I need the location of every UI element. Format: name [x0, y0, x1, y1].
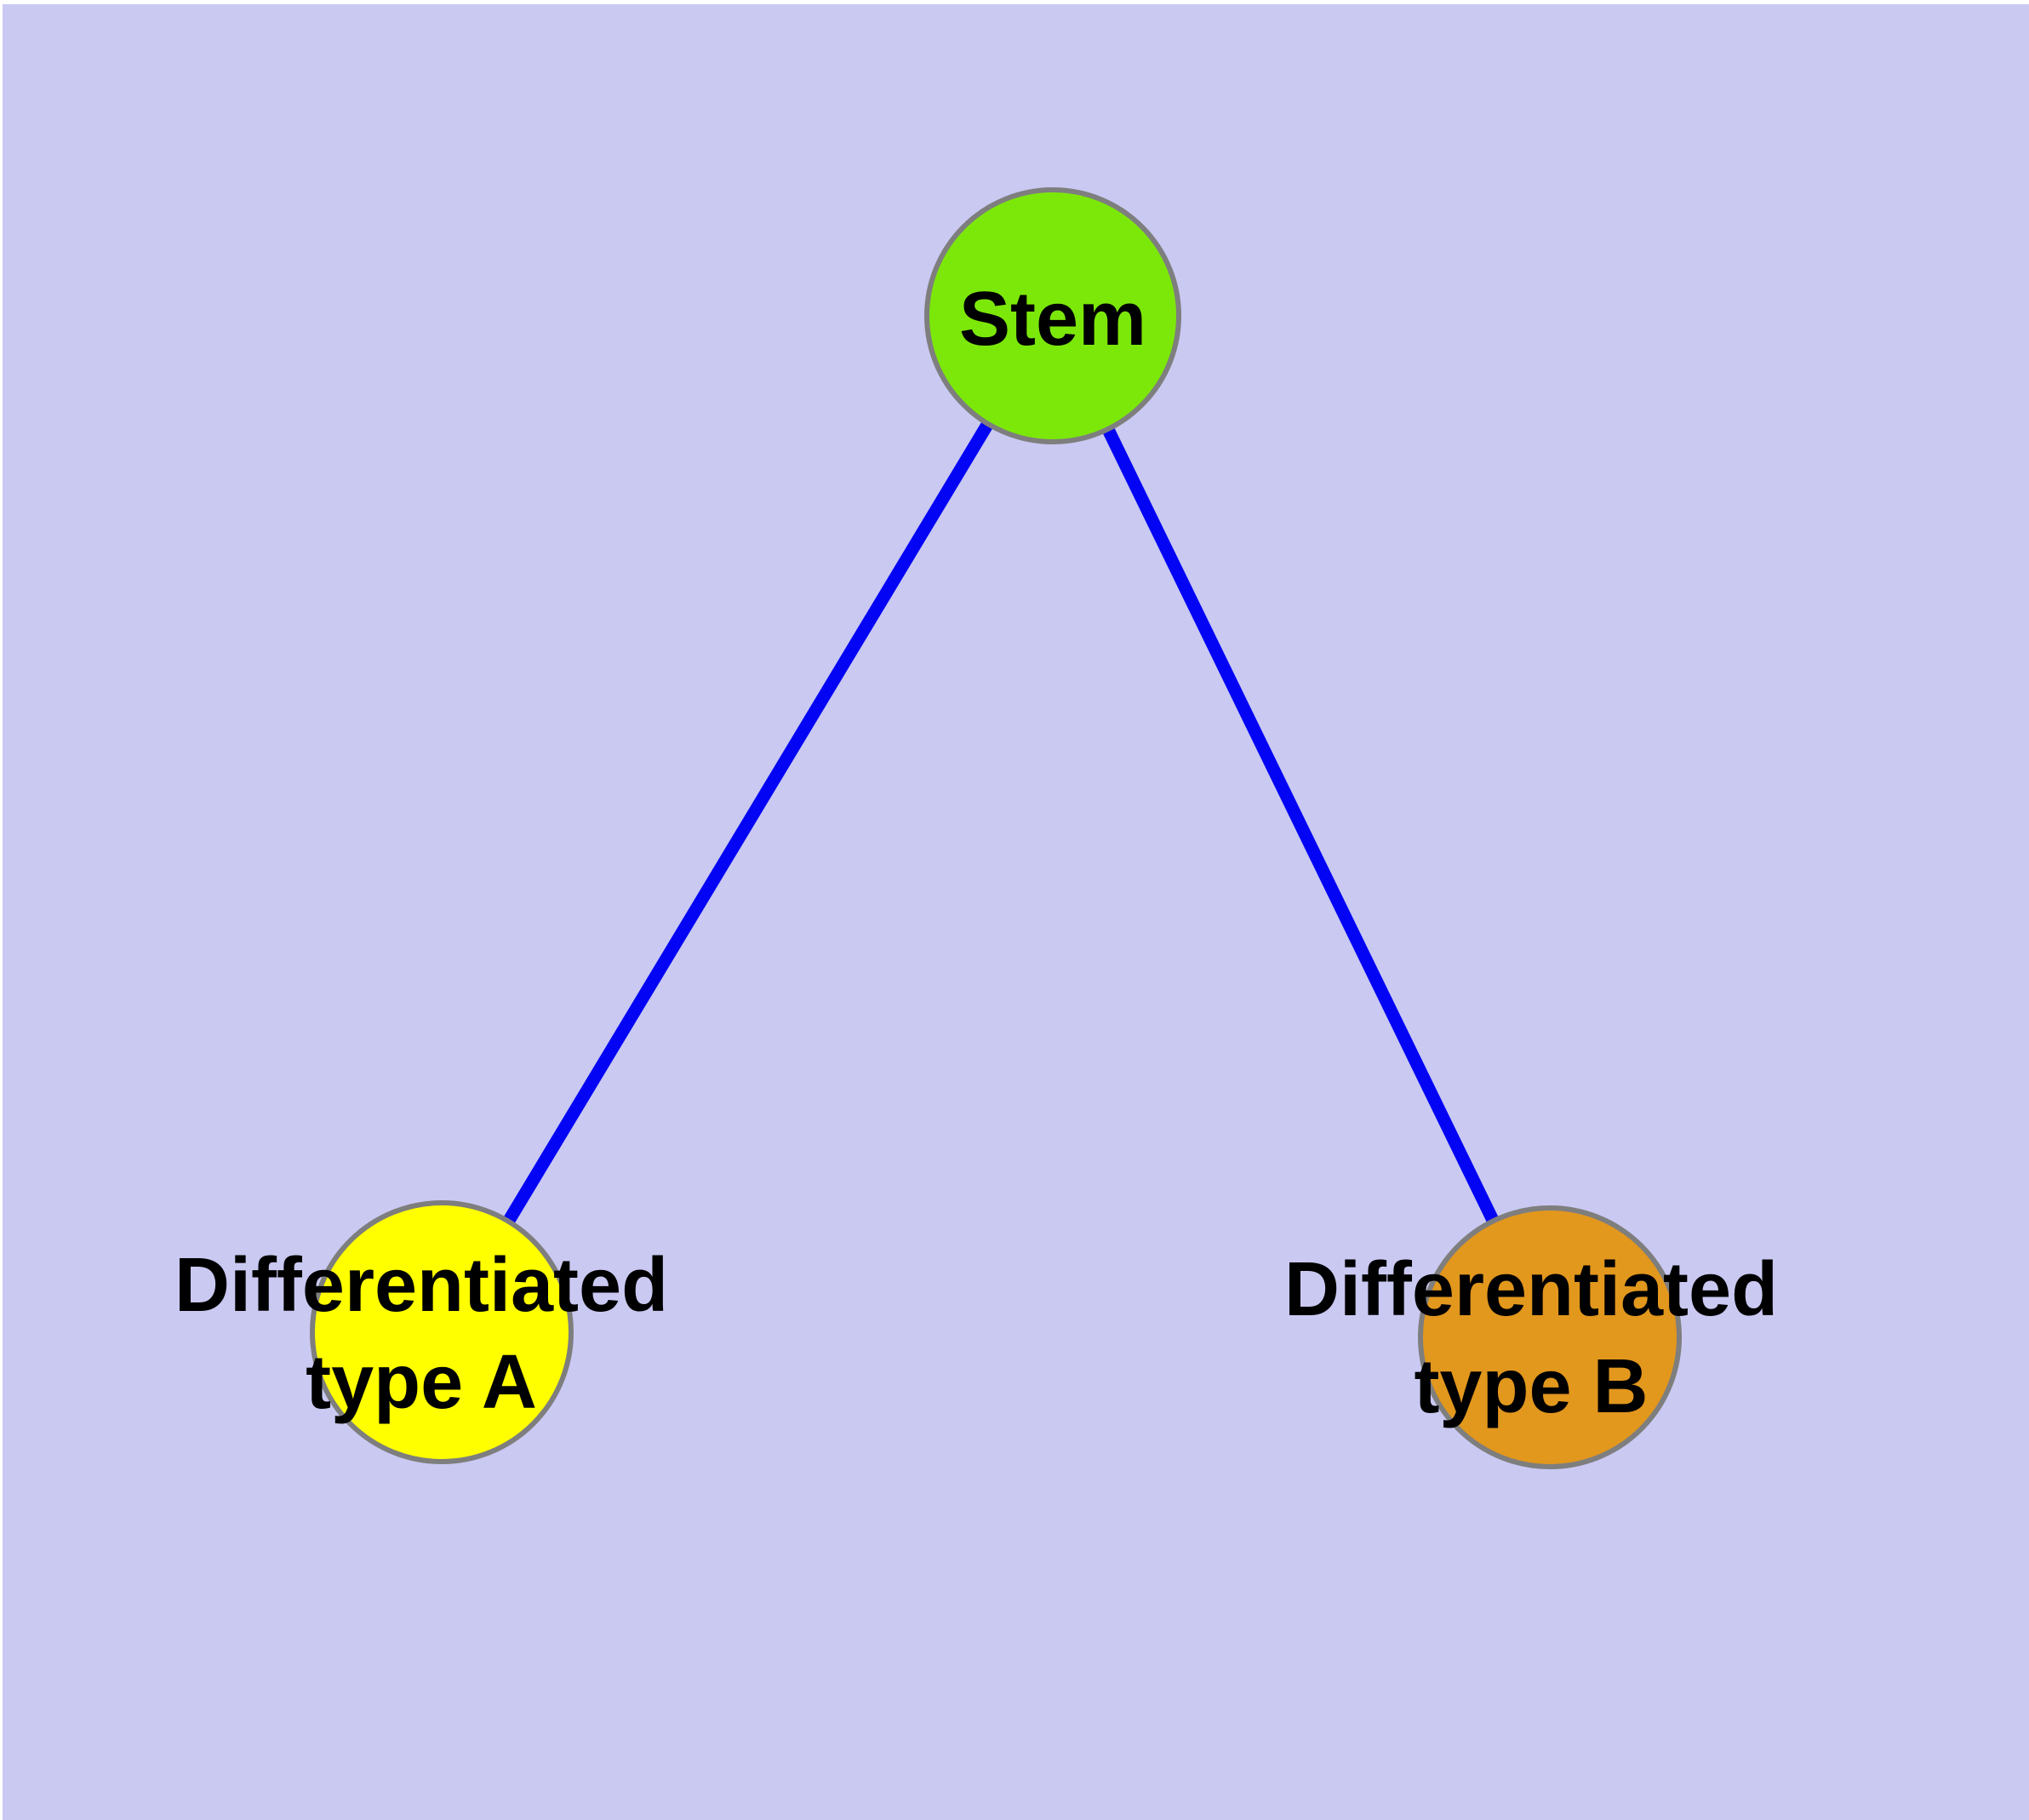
node-label-differentiated-type-a: Differentiated type A: [174, 1243, 669, 1425]
node-stem: [924, 187, 1181, 444]
node-label-stem: Stem: [958, 277, 1147, 362]
edge-stem-to-typeB: [1047, 312, 1556, 1341]
node-differentiated-type-a: [310, 1200, 574, 1464]
edge-stem-to-typeA: [436, 312, 1059, 1336]
node-label-differentiated-type-b: Differentiated type B: [1283, 1247, 1779, 1429]
node-differentiated-type-b: [1418, 1205, 1682, 1469]
